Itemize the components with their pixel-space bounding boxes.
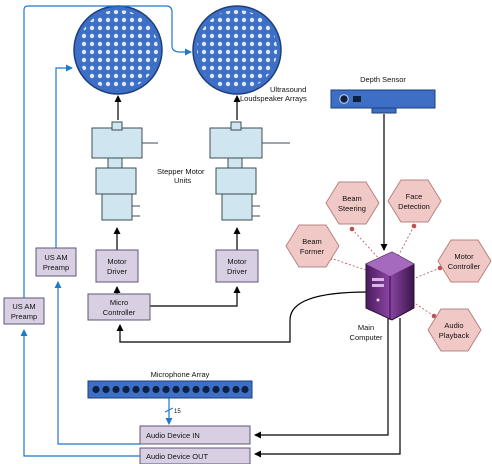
- audio-playback-line2: Playback: [439, 331, 470, 340]
- arrays-label-line1: Ultrasound: [270, 85, 306, 94]
- micro-controller-line2: Controller: [103, 308, 136, 317]
- beam-steering-line1: Beam: [342, 194, 362, 203]
- ultrasound-array-left: [73, 5, 163, 95]
- preamp-outer: US AM Preamp: [3, 297, 45, 325]
- face-detection-line2: Detection: [398, 202, 430, 211]
- wire-audio-in-to-computer: [254, 318, 389, 439]
- computer-line1: Main: [358, 323, 374, 332]
- depth-sensor: [330, 89, 436, 114]
- beam-former-line1: Beam: [302, 237, 322, 246]
- wire-computer-to-micro: [116, 291, 369, 343]
- beam-steering-line2: Steering: [338, 204, 366, 213]
- motor-controller-line2: Controller: [448, 262, 481, 271]
- module-beam-former: Beam Former: [285, 224, 340, 268]
- motor-driver-right-line2: Driver: [227, 267, 248, 276]
- motor-driver-right: Motor Driver: [215, 249, 259, 283]
- audio-in-label: Audio Device IN: [146, 431, 200, 440]
- wire-preamp-outer-to-array-right: [23, 5, 192, 298]
- audio-playback-line1: Audio: [444, 321, 463, 330]
- wire-audio-out-to-preamp-inner: [54, 281, 140, 445]
- arrays-label-line2: Loudspeaker Arrays: [240, 94, 307, 103]
- micro-controller: Micro Controller: [87, 293, 151, 321]
- bus-label: 15: [174, 409, 181, 415]
- microphone-array: [87, 380, 253, 399]
- module-beam-steering: Beam Steering: [325, 181, 380, 225]
- preamp-inner: US AM Preamp: [35, 247, 77, 277]
- wire-audio-out-to-preamp-outer: [20, 329, 140, 457]
- preamp-inner-line2: Preamp: [43, 263, 69, 272]
- module-audio-playback: Audio Playback: [427, 308, 482, 352]
- stepper-label-line1: Stepper Motor: [157, 167, 205, 176]
- preamp-outer-line2: Preamp: [11, 312, 37, 321]
- module-face-detection: Face Detection: [387, 179, 442, 223]
- motor-driver-right-line1: Motor: [227, 257, 247, 266]
- beam-former-line2: Former: [300, 247, 325, 256]
- stepper-motor-left: [91, 121, 158, 221]
- module-motor-controller: Motor Controller: [437, 239, 492, 283]
- stepper-motor-right: [209, 121, 290, 221]
- motor-driver-left: Motor Driver: [95, 249, 139, 283]
- motor-driver-left-line1: Motor: [107, 257, 127, 266]
- microphone-array-label: Microphone Array: [151, 370, 210, 379]
- depth-sensor-label: Depth Sensor: [360, 75, 406, 84]
- preamp-outer-line1: US AM: [12, 302, 35, 311]
- arrow-micro-to-driver-right: [150, 286, 241, 307]
- wire-preamp-inner-to-array-left: [55, 64, 73, 248]
- micro-controller-line1: Micro: [110, 298, 128, 307]
- ultrasound-array-right: [192, 5, 282, 95]
- face-detection-line1: Face: [406, 192, 423, 201]
- computer-line2: Computer: [350, 333, 383, 342]
- motor-controller-line1: Motor: [454, 252, 474, 261]
- stepper-label-line2: Units: [174, 176, 191, 185]
- main-computer: [365, 251, 415, 321]
- audio-out-label: Audio Device OUT: [146, 452, 209, 461]
- motor-driver-left-line2: Driver: [107, 267, 128, 276]
- wire-computer-to-audio-out: [254, 318, 401, 458]
- audio-device-in: Audio Device IN: [139, 425, 251, 445]
- audio-device-out: Audio Device OUT: [139, 447, 251, 464]
- preamp-inner-line1: US AM: [44, 253, 67, 262]
